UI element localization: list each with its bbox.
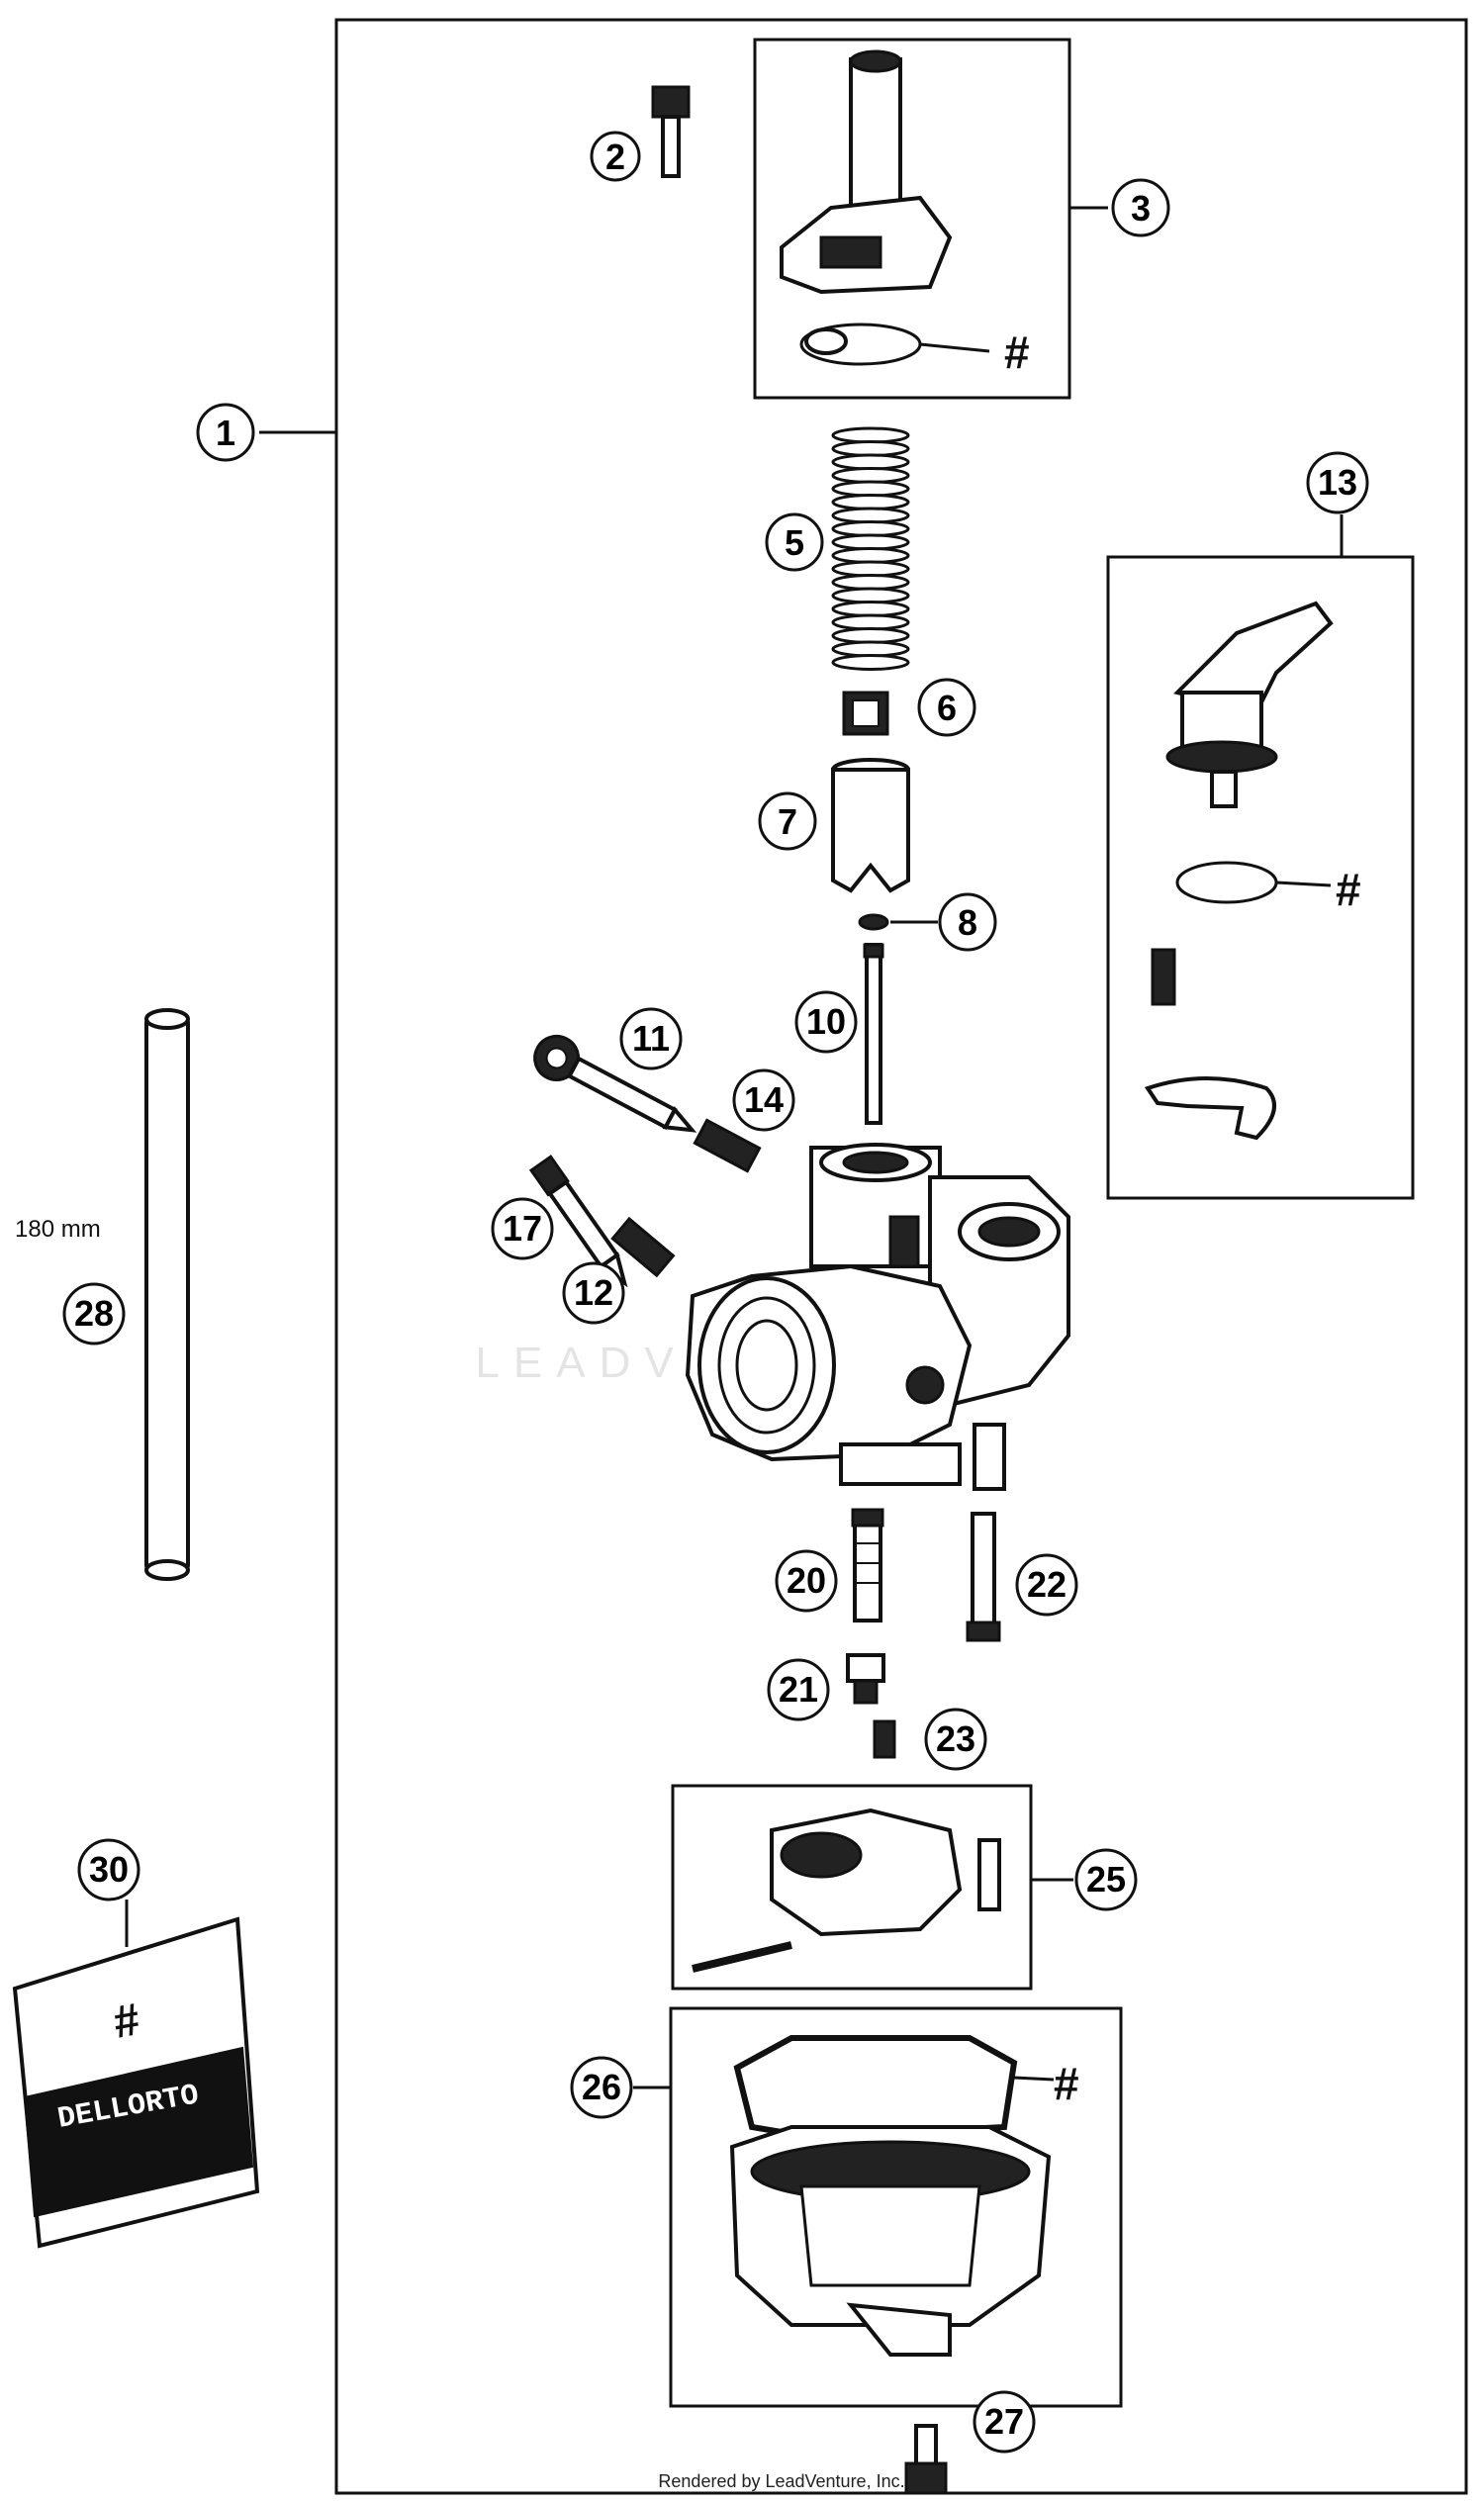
- assembly-frame: [334, 18, 1468, 2495]
- callout-11: 11: [619, 1007, 683, 1070]
- svg-text:26: 26: [582, 2067, 621, 2107]
- callout-6: 6: [917, 678, 976, 737]
- part-28-fuel-hose: [144, 1008, 190, 1581]
- svg-text:25: 25: [1086, 1859, 1126, 1900]
- callout-7: 7: [758, 791, 817, 851]
- svg-text:10: 10: [806, 1001, 846, 1042]
- callout-2: 2: [590, 131, 641, 182]
- callout-26: 26: [570, 2056, 633, 2119]
- part-12-spring: [610, 1216, 676, 1278]
- svg-text:8: 8: [958, 902, 977, 943]
- part-30-gasket-kit-bag: DELLORTO: [12, 1916, 260, 2249]
- hash-marker-3: #: [1004, 326, 1030, 378]
- part-22-needle-jet: [966, 1512, 1001, 1642]
- part-11-idle-screw: [533, 1034, 697, 1133]
- svg-text:23: 23: [936, 1718, 975, 1759]
- part-25-box: [671, 1784, 1033, 1991]
- part-20-main-jet: [851, 1508, 884, 1623]
- callout-3: 3: [1111, 178, 1170, 237]
- callout-10: 10: [794, 990, 858, 1054]
- part-26-float-bowl: [729, 2035, 1055, 2357]
- callout-17: 17: [491, 1197, 554, 1260]
- callout-20: 20: [775, 1549, 838, 1613]
- svg-text:28: 28: [74, 1293, 114, 1334]
- callout-8: 8: [938, 892, 997, 952]
- callout-28: 28: [62, 1282, 126, 1345]
- svg-text:3: 3: [1131, 188, 1151, 229]
- part-6-retainer: [842, 691, 889, 736]
- svg-text:17: 17: [503, 1208, 542, 1249]
- part-2-screw: [651, 85, 691, 178]
- svg-text:2: 2: [605, 137, 625, 177]
- callout-13: 13: [1306, 451, 1369, 514]
- part-3-cover-assembly: [780, 49, 990, 366]
- svg-text:6: 6: [937, 688, 957, 728]
- svg-text:13: 13: [1318, 462, 1357, 503]
- hose-length-label: 180 mm: [15, 1216, 101, 1243]
- callout-1: 1: [196, 403, 255, 462]
- callout-25: 25: [1074, 1848, 1138, 1911]
- callout-30: 30: [77, 1838, 140, 1901]
- part-7-throttle-slide: [831, 758, 910, 893]
- svg-text:21: 21: [779, 1669, 818, 1710]
- part-26-box: [669, 2006, 1123, 2408]
- part-27-drain-screw: [904, 2424, 948, 2495]
- callout-14: 14: [732, 1068, 795, 1132]
- svg-text:14: 14: [744, 1079, 784, 1120]
- svg-text:1: 1: [216, 413, 235, 453]
- part-3-box: [753, 38, 1071, 400]
- part-13-box: [1106, 555, 1415, 1200]
- part-13-starter-assembly: [1144, 601, 1334, 1141]
- footer-credit: Rendered by LeadVenture, Inc.: [658, 2471, 904, 2491]
- svg-text:12: 12: [574, 1272, 613, 1313]
- hash-marker-13: #: [1336, 864, 1361, 915]
- callout-27: 27: [973, 2390, 1036, 2454]
- callout-23: 23: [924, 1708, 987, 1771]
- svg-text:7: 7: [778, 801, 797, 842]
- part-14-spring: [693, 1118, 762, 1173]
- part-8-clip: [858, 913, 889, 931]
- svg-text:5: 5: [785, 522, 804, 563]
- svg-text:30: 30: [89, 1849, 129, 1890]
- part-5-spring: [831, 426, 910, 671]
- svg-text:27: 27: [984, 2401, 1024, 2442]
- callout-21: 21: [767, 1658, 830, 1721]
- callout-12: 12: [562, 1261, 625, 1325]
- part-25-float-assembly: [692, 1808, 1001, 1973]
- carburetor-body: [685, 1143, 1070, 1491]
- hash-marker-26: #: [1054, 2058, 1079, 2109]
- part-10-jet-needle: [863, 943, 884, 1125]
- part-21-jet-holder: [846, 1653, 885, 1705]
- svg-text:22: 22: [1027, 1564, 1067, 1605]
- callout-5: 5: [765, 512, 824, 572]
- svg-text:11: 11: [632, 1018, 670, 1059]
- callout-22: 22: [1015, 1553, 1078, 1617]
- part-23-pilot-jet: [873, 1719, 896, 1759]
- svg-text:20: 20: [787, 1560, 826, 1601]
